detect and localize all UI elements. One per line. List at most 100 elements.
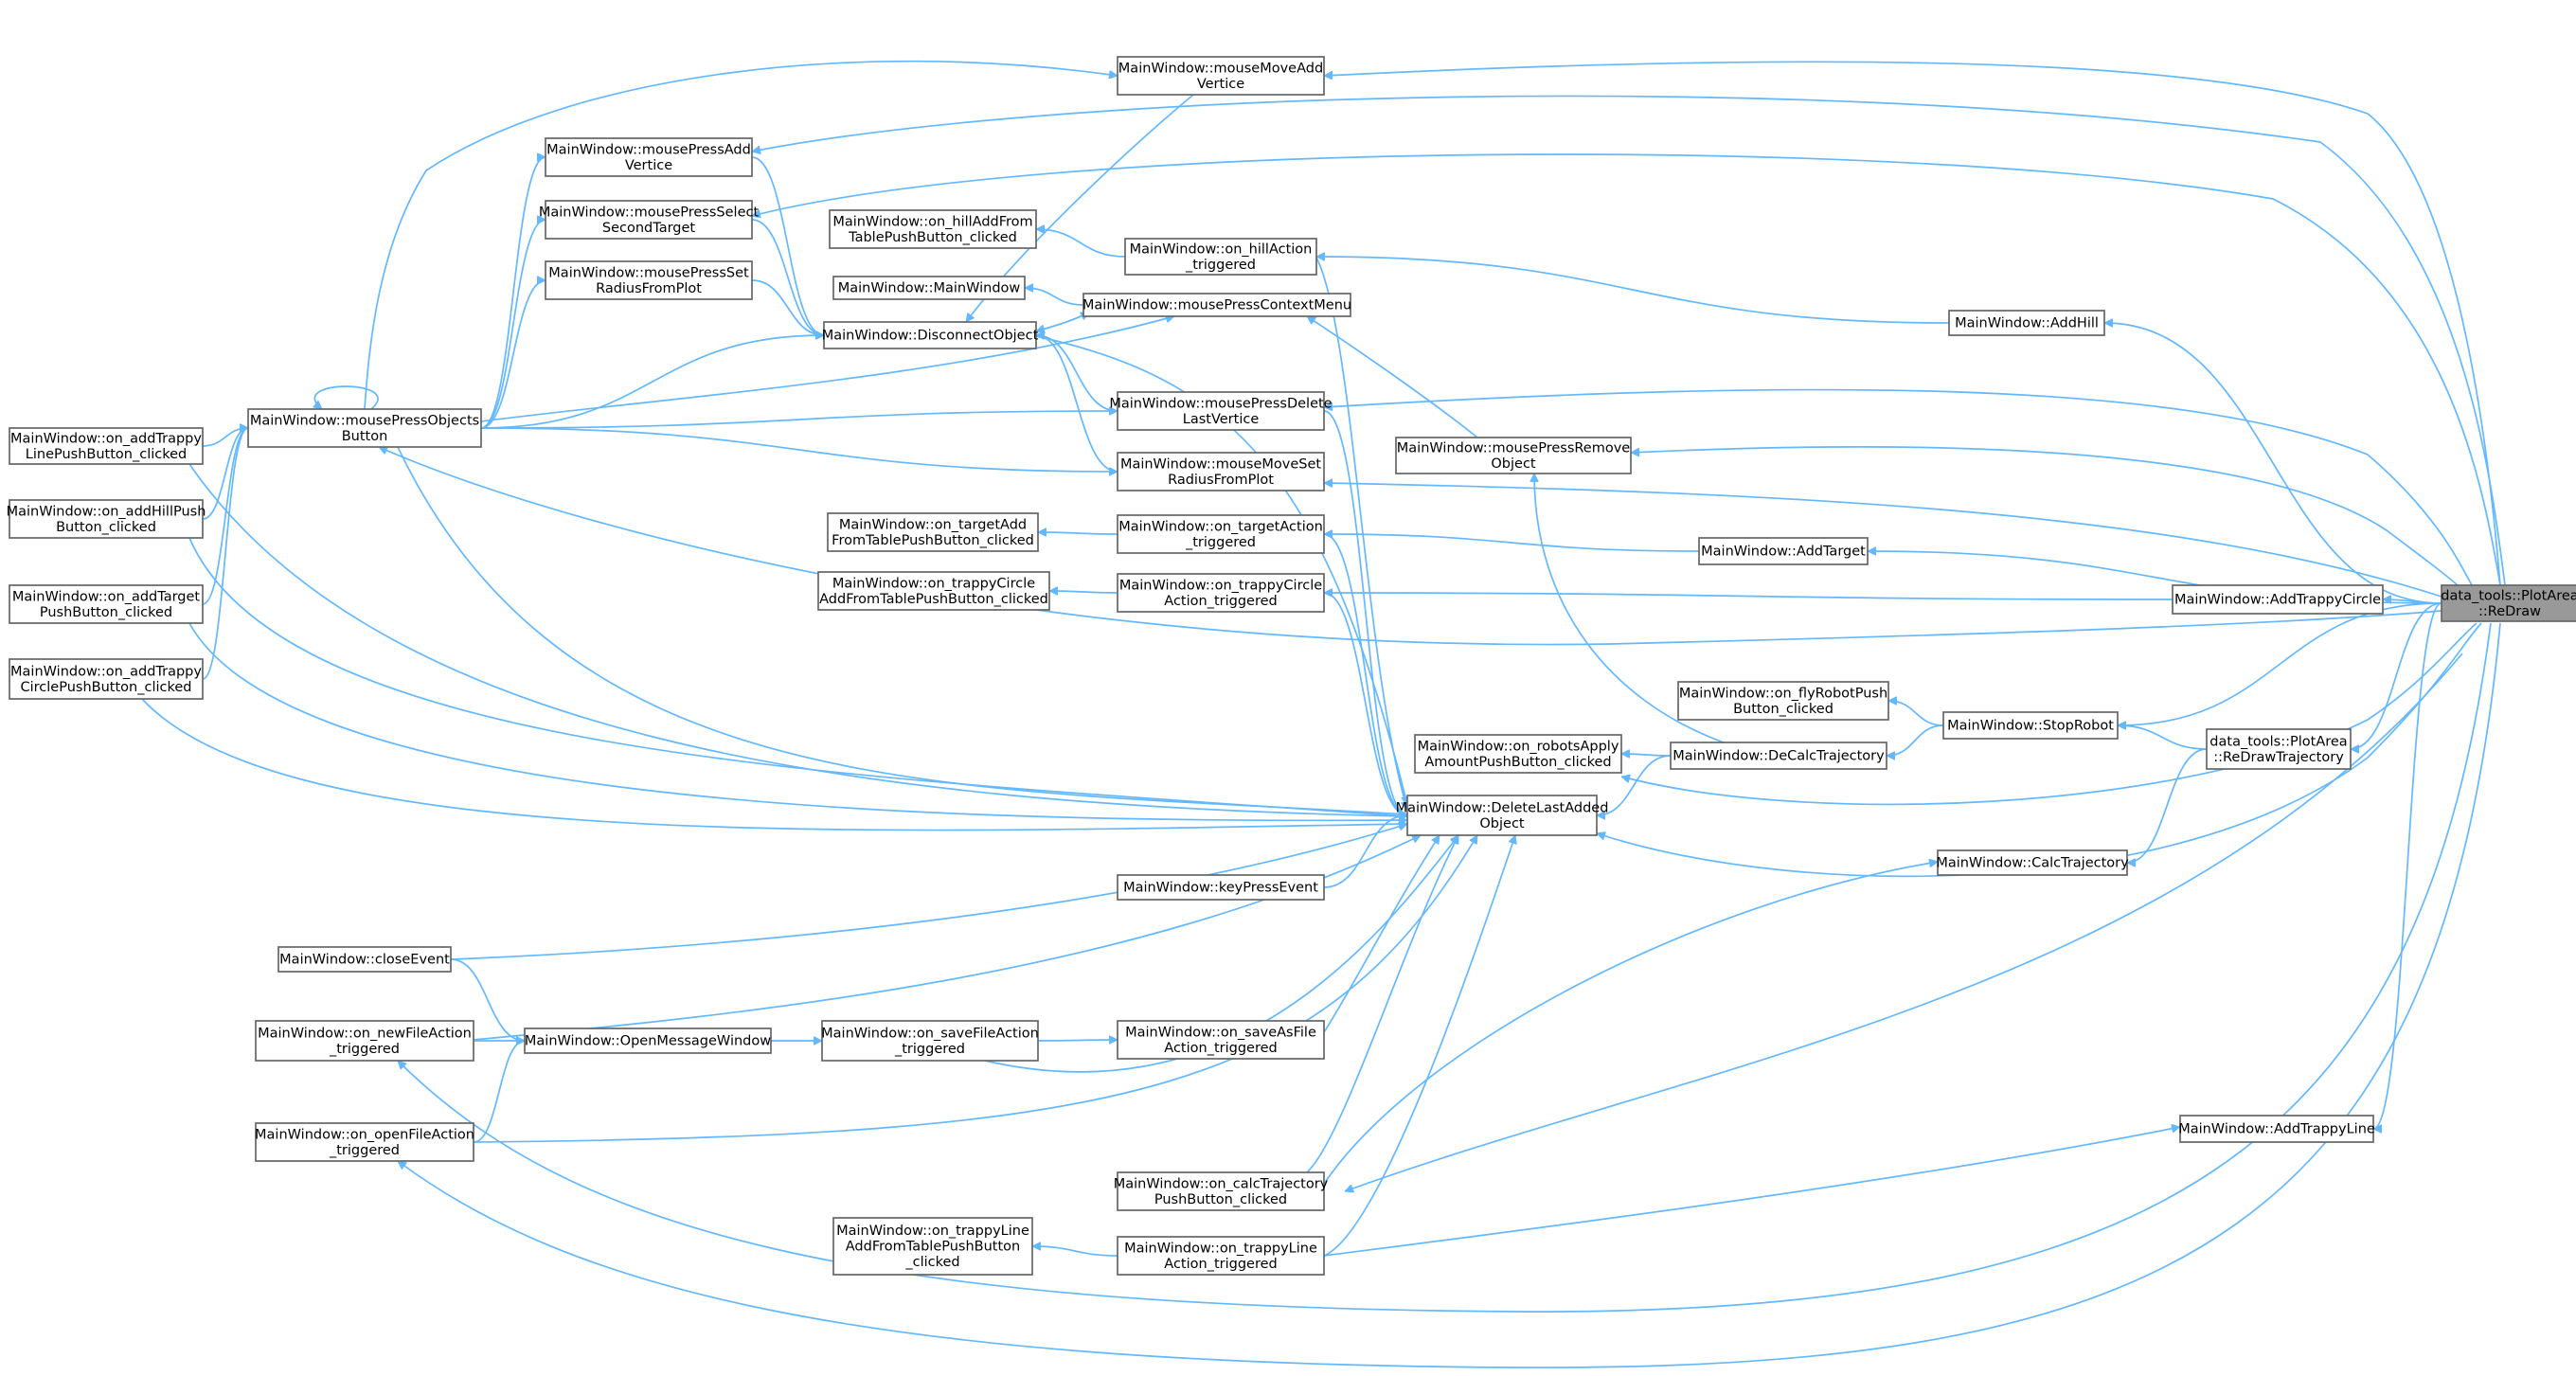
node-box[interactable] (1117, 874, 1325, 901)
node-box[interactable] (277, 946, 452, 973)
node-box[interactable] (247, 408, 482, 448)
node-box[interactable] (1937, 849, 2128, 876)
node-box[interactable] (1698, 537, 1869, 565)
node-box[interactable] (524, 1028, 772, 1054)
node-label: MainWindow::on_openFileAction (255, 1127, 474, 1142)
node-box[interactable] (255, 1122, 474, 1162)
node-box[interactable] (9, 499, 204, 539)
node-onNewFileAction[interactable]: MainWindow::on_newFileAction_triggered (255, 1020, 474, 1062)
node-label: Button_clicked (1733, 702, 1834, 717)
node-openMessageWindow[interactable]: MainWindow::OpenMessageWindow (524, 1028, 772, 1054)
node-box[interactable] (832, 276, 1026, 300)
node-box[interactable] (1414, 734, 1622, 774)
node-box[interactable] (1124, 238, 1317, 276)
node-box[interactable] (827, 512, 1039, 552)
node-onTrappyLineAddFromTable[interactable]: MainWindow::on_trappyLineAddFromTablePus… (832, 1217, 1033, 1276)
node-onAddTarget[interactable]: MainWindow::on_addTargetPushButton_click… (9, 584, 204, 624)
node-box[interactable] (9, 658, 204, 700)
node-keyPressEvent[interactable]: MainWindow::keyPressEvent (1117, 874, 1325, 901)
node-box[interactable] (1948, 310, 2105, 336)
node-box[interactable] (1670, 742, 1887, 770)
node-onTrappyCircleAddFromTable[interactable]: MainWindow::on_trappyCircleAddFromTableP… (817, 571, 1050, 611)
node-onTrappyCircleAction[interactable]: MainWindow::on_trappyCircleAction_trigge… (1117, 573, 1325, 613)
node-box[interactable] (1117, 573, 1325, 613)
node-label: _triggered (1185, 535, 1256, 550)
node-onTargetAction[interactable]: MainWindow::on_targetAction_triggered (1117, 514, 1325, 554)
node-label: MainWindow::CalcTrajectory (1936, 856, 2129, 871)
node-onTargetAddFromTable[interactable]: MainWindow::on_targetAddFromTablePushBut… (827, 512, 1039, 552)
node-onSaveAsFileAction[interactable]: MainWindow::on_saveAsFileAction_triggere… (1117, 1020, 1325, 1060)
node-onCalcTrajectory[interactable]: MainWindow::on_calcTrajectoryPushButton_… (1114, 1171, 1329, 1211)
node-box[interactable] (545, 137, 753, 177)
node-box[interactable] (1082, 293, 1351, 317)
node-onSaveFileAction[interactable]: MainWindow::on_saveFileAction_triggered (821, 1020, 1039, 1062)
node-addTrappyCircle[interactable]: MainWindow::AddTrappyCircle (2172, 584, 2384, 615)
node-onTrappyLineAction[interactable]: MainWindow::on_trappyLineAction_triggere… (1117, 1236, 1325, 1276)
node-label: ::ReDraw (2478, 604, 2541, 619)
node-onHillAddFromTable[interactable]: MainWindow::on_hillAddFromTablePushButto… (829, 209, 1037, 249)
node-box[interactable] (9, 584, 204, 624)
node-box[interactable] (2179, 1115, 2374, 1143)
node-reDrawTrajectory[interactable]: data_tools::PlotArea::ReDrawTrajectory (2206, 728, 2352, 770)
node-calcTrajectory[interactable]: MainWindow::CalcTrajectory (1936, 849, 2129, 876)
node-label: MainWindow::AddTarget (1701, 545, 1866, 560)
node-addTarget[interactable]: MainWindow::AddTarget (1698, 537, 1869, 565)
node-box[interactable] (1117, 514, 1325, 554)
node-box[interactable] (832, 1217, 1033, 1276)
node-deCalcTrajectory[interactable]: MainWindow::DeCalcTrajectory (1670, 742, 1887, 770)
node-box[interactable] (1942, 711, 2119, 740)
node-disconnectObject[interactable]: MainWindow::DisconnectObject (822, 321, 1039, 349)
node-onAddTrappyCircle[interactable]: MainWindow::on_addTrappyCirclePushButton… (9, 658, 204, 700)
node-box[interactable] (817, 571, 1050, 611)
node-onHillAction[interactable]: MainWindow::on_hillAction_triggered (1124, 238, 1317, 276)
node-box[interactable] (2206, 728, 2352, 770)
node-onRobotsApply[interactable]: MainWindow::on_robotsApplyAmountPushButt… (1414, 734, 1622, 774)
node-label: MainWindow::mousePressDelete (1109, 396, 1332, 411)
node-onAddTrappyLine[interactable]: MainWindow::on_addTrappyLinePushButton_c… (9, 427, 204, 465)
node-box[interactable] (2441, 584, 2576, 622)
node-closeEvent[interactable]: MainWindow::closeEvent (277, 946, 452, 973)
node-box[interactable] (1117, 1020, 1325, 1060)
node-box[interactable] (545, 260, 753, 300)
node-stopRobot[interactable]: MainWindow::StopRobot (1942, 711, 2119, 740)
edge-onRobotsApply-to-deCalcTrajectory (1621, 754, 1672, 756)
node-onOpenFileAction[interactable]: MainWindow::on_openFileAction_triggered (255, 1122, 474, 1162)
node-box[interactable] (9, 427, 204, 465)
node-box[interactable] (1117, 1236, 1325, 1276)
node-addHill[interactable]: MainWindow::AddHill (1948, 310, 2105, 336)
node-box[interactable] (829, 209, 1037, 249)
node-onFlyRobot[interactable]: MainWindow::on_flyRobotPushButton_clicke… (1677, 681, 1889, 721)
edge-disconnectObject-to-mousePressSelectSecondTarget (751, 219, 825, 335)
node-box[interactable] (1117, 391, 1325, 431)
node-box[interactable] (1677, 681, 1889, 721)
node-box[interactable] (1117, 1171, 1325, 1211)
node-label: FromTablePushButton_clicked (832, 533, 1034, 548)
node-redraw[interactable]: data_tools::PlotArea::ReDraw (2441, 584, 2576, 622)
node-box[interactable] (255, 1020, 474, 1062)
node-box[interactable] (545, 200, 753, 240)
node-box[interactable] (821, 1020, 1039, 1062)
node-label: MainWindow::on_targetAction (1118, 519, 1323, 534)
edge-mousePressRemoveObject-to-redraw (1631, 446, 2459, 586)
node-box[interactable] (2172, 584, 2384, 615)
node-addTrappyLine[interactable]: MainWindow::AddTrappyLine (2178, 1115, 2375, 1143)
node-mousePressContextMenu[interactable]: MainWindow::mousePressContextMenu (1082, 293, 1351, 317)
node-box[interactable] (823, 321, 1037, 349)
node-mainWindow[interactable]: MainWindow::MainWindow (832, 276, 1026, 300)
node-label: _triggered (329, 1042, 400, 1057)
edge-deleteLastAddedObject-to-onAddTarget (188, 622, 1407, 820)
node-box[interactable] (1406, 795, 1598, 836)
node-box[interactable] (1395, 437, 1632, 474)
node-box[interactable] (1117, 56, 1325, 96)
node-box[interactable] (1117, 452, 1325, 491)
